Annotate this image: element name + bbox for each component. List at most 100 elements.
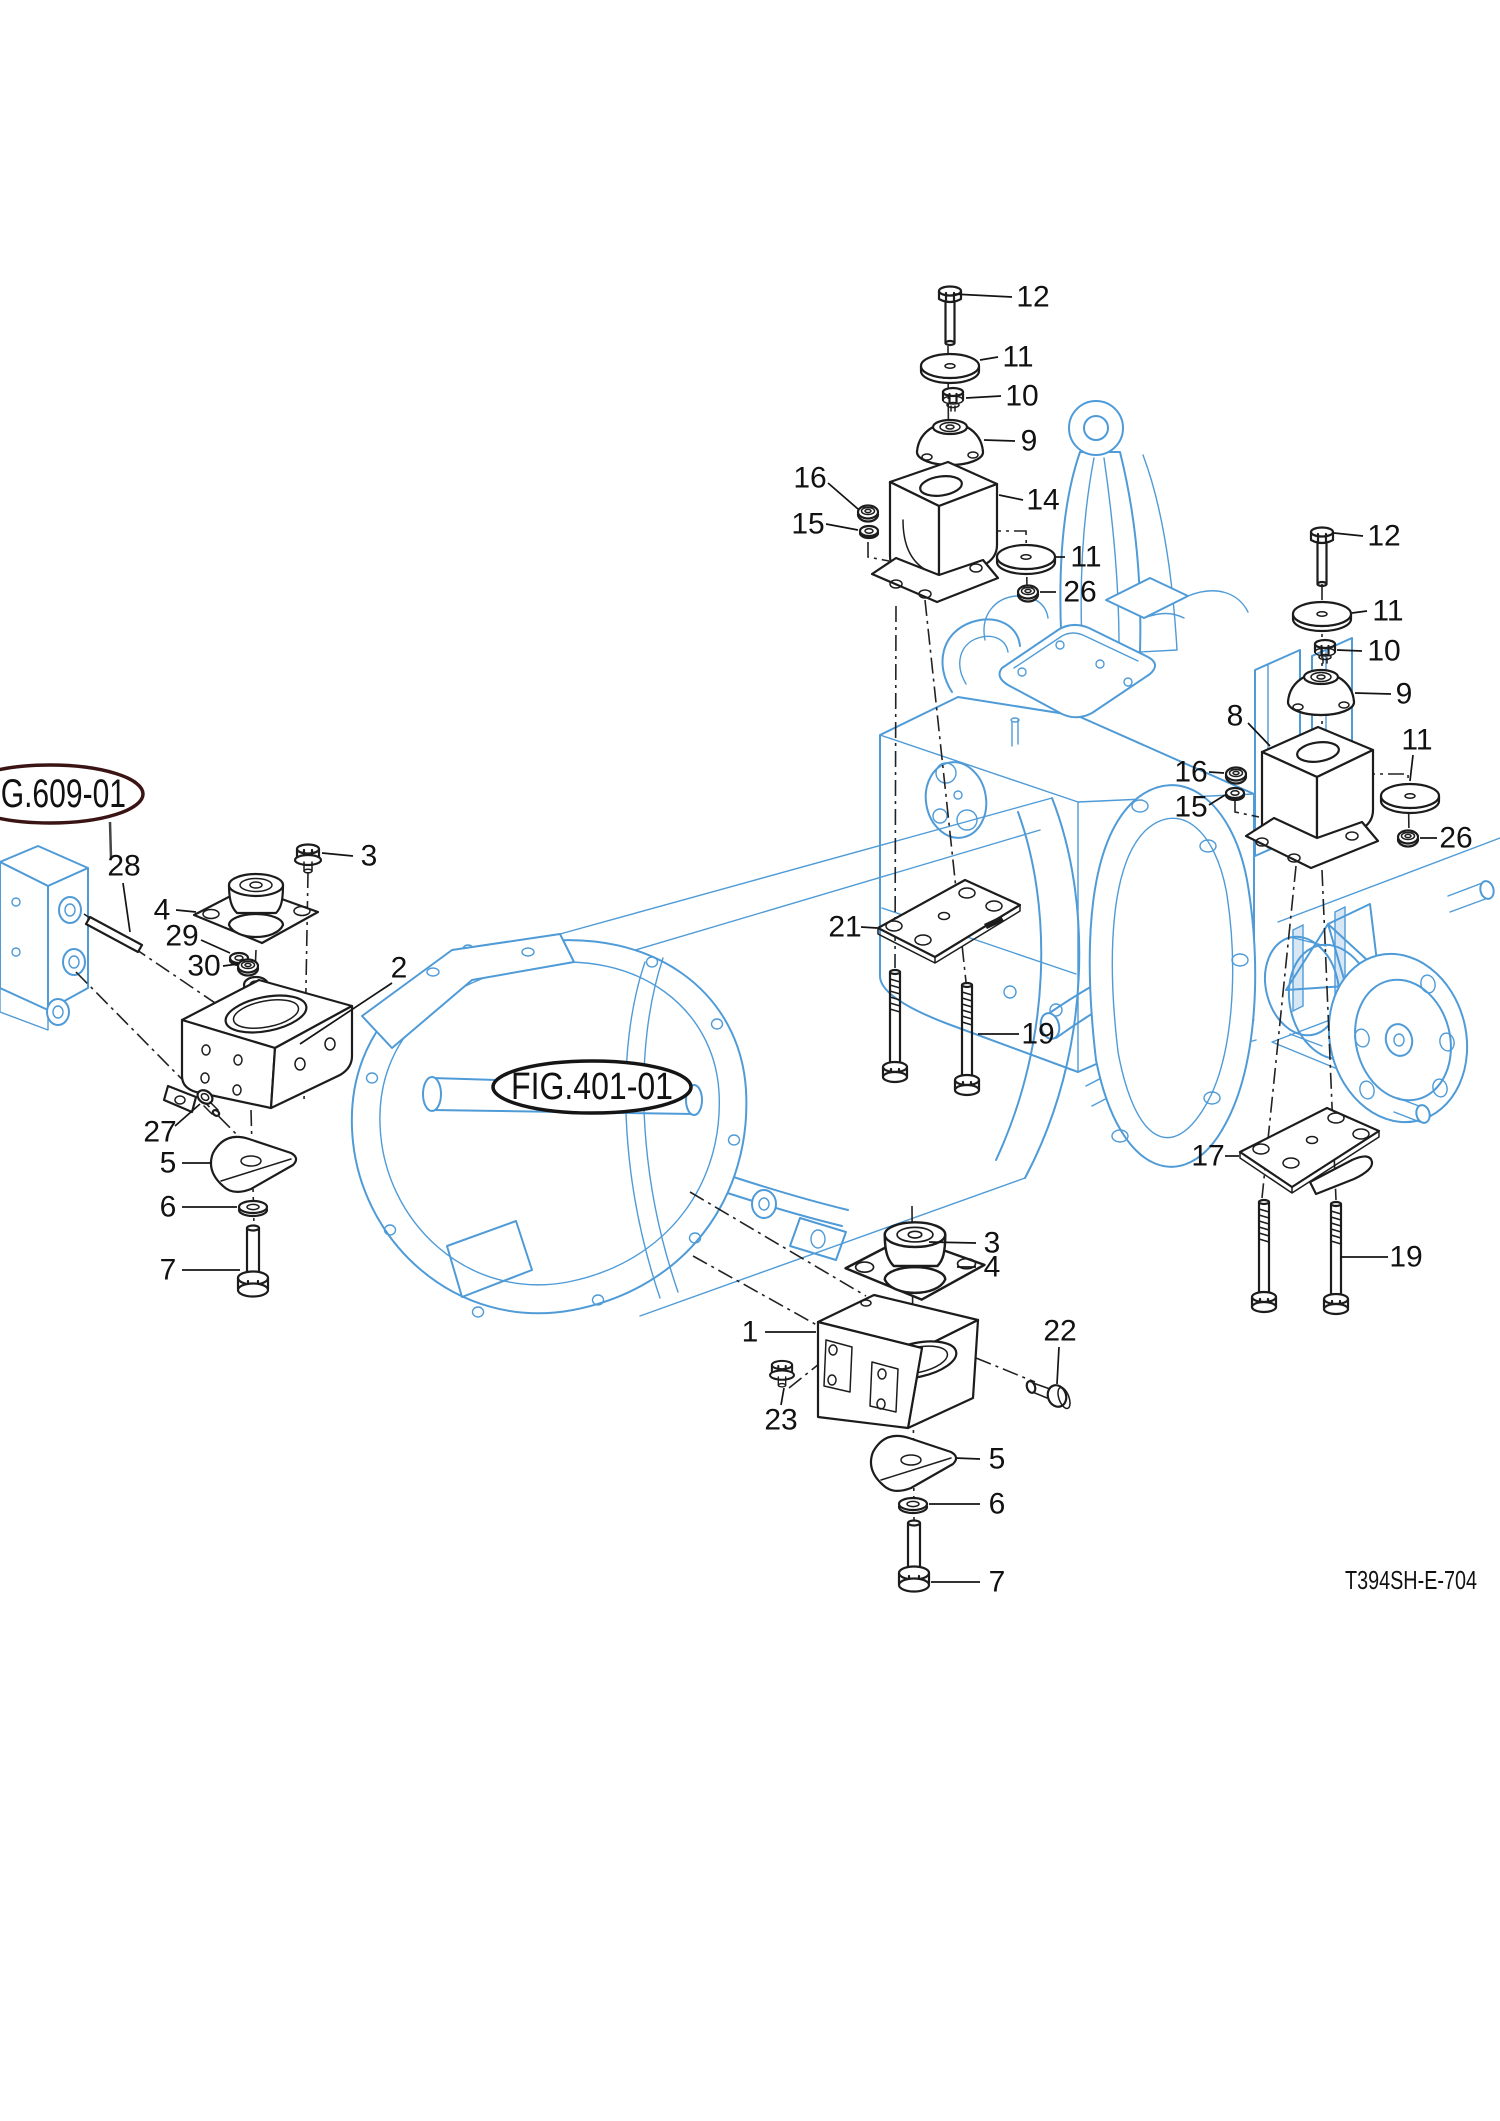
- part-nut-16-right: [1224, 766, 1248, 785]
- part-bracket-2: [162, 978, 354, 1114]
- callout-leader: [1333, 532, 1364, 537]
- callout-leader: [979, 356, 999, 361]
- callout-leader: [827, 482, 859, 510]
- callout-leader: [1208, 771, 1225, 774]
- part-bolt-7-bottom: [897, 1519, 931, 1593]
- part-mount-4-left: [192, 872, 320, 945]
- callout-leader: [998, 494, 1024, 501]
- part-bolt-7-left: [236, 1224, 270, 1298]
- callout-label: 10: [1005, 380, 1038, 413]
- gearbox-609-outline: [0, 845, 89, 1031]
- part-washer-15-top: [858, 524, 880, 540]
- part-nut-16-top: [856, 504, 880, 523]
- callout-label: 16: [793, 462, 826, 495]
- callout-leader: [928, 1241, 977, 1244]
- callout-leader: [122, 882, 131, 933]
- callout-label: 11: [1002, 341, 1033, 374]
- part-nut-30: [236, 958, 260, 977]
- part-plate-17: [1238, 1106, 1381, 1196]
- callout-leader: [825, 523, 859, 531]
- callout-label: 12: [1016, 281, 1049, 314]
- part-bolt-19-right-a: [1250, 1198, 1278, 1314]
- callout-label: 16: [1174, 756, 1207, 789]
- callout-label: 21: [828, 911, 861, 944]
- callout-label: 27: [143, 1116, 176, 1149]
- callout-label: 22: [1043, 1315, 1076, 1348]
- callout-label: 19: [1389, 1241, 1422, 1274]
- part-mount-9-top: [915, 418, 985, 467]
- part-washer-11-mid: [995, 543, 1057, 576]
- part-bolt-22: [1025, 1380, 1071, 1410]
- part-nut-10-top: [941, 386, 965, 413]
- figure-ref-connector: [108, 821, 113, 859]
- callout-label: 1: [742, 1316, 759, 1349]
- callout-leader: [1351, 610, 1368, 614]
- callout-leader: [1354, 692, 1392, 695]
- part-mount-4-bottom: [844, 1221, 986, 1301]
- callout-leader: [860, 926, 878, 929]
- callout-label: 9: [1021, 425, 1038, 458]
- part-bolt-19-right-b: [1322, 1200, 1350, 1316]
- part-washer-6-bottom: [897, 1496, 929, 1515]
- callout-label: 4: [984, 1251, 1001, 1284]
- part-pin-28: [84, 915, 144, 954]
- part-bolt-12-right: [1309, 526, 1335, 588]
- part-bolt-23: [769, 1359, 795, 1388]
- callout-leader: [983, 439, 1016, 442]
- callout-leader: [1247, 722, 1271, 747]
- callout-label: 6: [989, 1488, 1006, 1521]
- callout-label: 11: [1070, 541, 1101, 574]
- callout-label: 6: [160, 1191, 177, 1224]
- callout-leader: [1336, 649, 1363, 652]
- callout-label: 17: [1191, 1140, 1224, 1173]
- part-bracket-1: [816, 1293, 980, 1430]
- callout-leader: [174, 1103, 201, 1127]
- callout-label: 14: [1026, 484, 1059, 517]
- callout-leader: [1208, 794, 1226, 806]
- callout-leader: [965, 395, 1002, 399]
- callout-leader: [175, 909, 197, 913]
- part-nut-26-top: [1016, 584, 1040, 603]
- part-bolt-27: [196, 1089, 221, 1117]
- callout-leader: [952, 293, 1013, 298]
- part-washer-15-right: [1224, 786, 1246, 802]
- transmission-outline: [350, 784, 1257, 1318]
- callout-label: 26: [1063, 576, 1096, 609]
- callout-label: 3: [984, 1227, 1001, 1260]
- callout-label: 9: [1396, 678, 1413, 711]
- callout-label: 11: [1401, 724, 1432, 757]
- part-washer-11-right: [1291, 600, 1353, 633]
- callout-label: 15: [791, 508, 824, 541]
- figure-ref-bubble[interactable]: [491, 1059, 693, 1115]
- figure-ref-label[interactable]: FIG.401-01: [511, 1066, 673, 1108]
- callout-leader: [780, 1387, 785, 1406]
- callout-label: 26: [1439, 822, 1472, 855]
- part-washer-6-left: [237, 1199, 269, 1218]
- callout-leader: [321, 852, 354, 857]
- callout-label: 2: [391, 952, 408, 985]
- part-plate-5-left: [209, 1135, 298, 1193]
- callout-label: 4: [154, 894, 171, 927]
- part-bracket-8: [1244, 725, 1380, 870]
- part-bolt-12-top: [937, 285, 963, 347]
- rear-axle-outline: [1254, 637, 1500, 1124]
- callout-label: 5: [160, 1147, 177, 1180]
- part-plate-5-bottom: [869, 1434, 958, 1492]
- figure-ref-label[interactable]: FIG.609-01: [0, 772, 126, 816]
- part-nut-26-right: [1396, 829, 1420, 848]
- callout-label: 12: [1367, 520, 1400, 553]
- drawing-code: T394SH-E-704: [1345, 1565, 1477, 1595]
- callout-label: 10: [1367, 635, 1400, 668]
- figure-ref-bubble[interactable]: [0, 763, 145, 825]
- part-washer-11-top: [919, 352, 981, 385]
- callout-label: 7: [160, 1254, 177, 1287]
- callout-label: 5: [989, 1443, 1006, 1476]
- part-washer-11-right2: [1379, 782, 1441, 815]
- part-bracket-14: [870, 460, 1000, 604]
- callout-label: 29: [165, 920, 198, 953]
- callout-label: 11: [1372, 595, 1403, 628]
- callout-leader: [200, 939, 231, 954]
- callout-leader: [299, 982, 393, 1045]
